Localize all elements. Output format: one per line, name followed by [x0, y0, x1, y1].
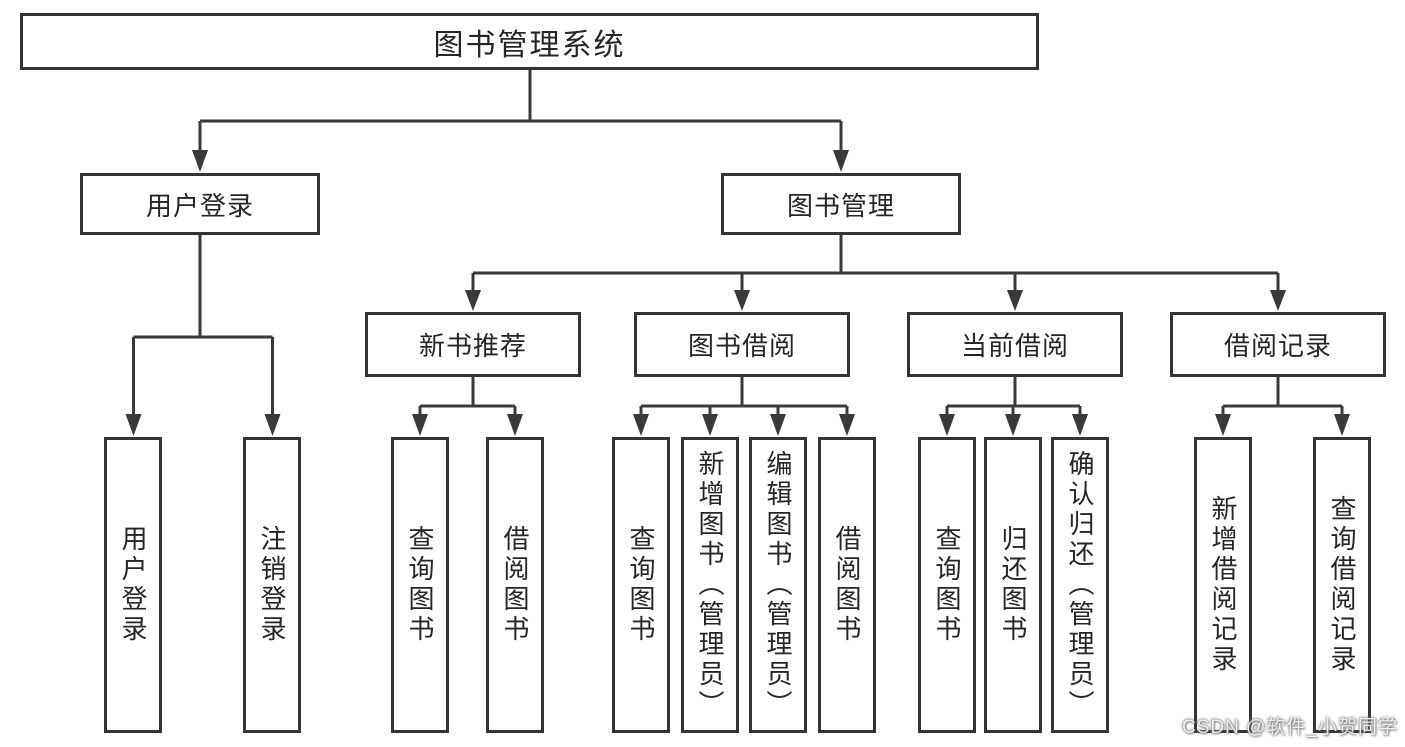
node-new-book-recommend: 新书推荐 [365, 312, 581, 377]
arrow-down-icon [1005, 414, 1021, 436]
node-current-borrow: 当前借阅 [907, 312, 1123, 377]
leaf-query-books-current: 查询图书 [918, 437, 976, 733]
leaf-query-books-recommend: 查询图书 [391, 437, 449, 733]
connector-new-book-recommend-to-leaves [412, 377, 523, 436]
node-library-system: 图书管理系统 [20, 13, 1039, 70]
leaf-query-borrow-record: 查询借阅记录 [1313, 437, 1371, 733]
arrow-down-icon [192, 150, 208, 172]
leaf-label: 查询图书 [932, 525, 962, 645]
leaf-label: 归还图书 [998, 525, 1028, 645]
connector-root-to-level2 [192, 70, 849, 172]
arrow-down-icon [1072, 414, 1088, 436]
leaf-add-borrow-record: 新增借阅记录 [1194, 437, 1252, 733]
connector-current-borrow-to-leaves [939, 377, 1088, 436]
leaf-label: 借阅图书 [500, 525, 530, 645]
arrow-down-icon [125, 414, 142, 436]
leaf-query-books-borrow: 查询图书 [612, 437, 670, 733]
leaf-label: 借阅图书 [832, 525, 862, 645]
leaf-add-books-admin: 新增图书（管理员） [681, 437, 739, 733]
arrow-down-icon [465, 290, 481, 311]
arrow-down-icon [939, 414, 955, 436]
leaf-borrow-books: 借阅图书 [818, 437, 876, 733]
arrow-down-icon [633, 414, 649, 436]
leaf-return-books: 归还图书 [984, 437, 1042, 733]
arrow-down-icon [839, 414, 855, 436]
arrow-down-icon [1270, 290, 1286, 311]
arrow-down-icon [1215, 414, 1231, 436]
leaf-label: 编辑图书（管理员） [763, 450, 793, 720]
connector-book-management-to-level3 [465, 235, 1286, 311]
leaf-edit-books-admin: 编辑图书（管理员） [749, 437, 807, 733]
leaf-label: 新增借阅记录 [1208, 495, 1238, 675]
arrow-down-icon [1007, 290, 1023, 311]
leaf-label: 新增图书（管理员） [695, 450, 725, 720]
arrow-down-icon [702, 414, 718, 436]
arrow-down-icon [264, 414, 281, 436]
arrow-down-icon [412, 414, 428, 436]
connector-borrow-record-to-leaves [1215, 377, 1350, 436]
connector-book-borrow-to-leaves [633, 377, 855, 436]
connector-user-login-to-leaves [125, 235, 281, 436]
arrow-down-icon [770, 414, 786, 436]
arrow-down-icon [507, 414, 523, 436]
node-book-borrow: 图书借阅 [634, 312, 850, 377]
node-borrow-record: 借阅记录 [1170, 312, 1386, 377]
leaf-label: 查询图书 [626, 525, 656, 645]
leaf-confirm-return-admin: 确认归还（管理员） [1051, 437, 1109, 733]
leaf-label: 确认归还（管理员） [1065, 450, 1095, 720]
leaf-label: 用户登录 [118, 525, 148, 645]
leaf-user-login: 用户登录 [104, 437, 162, 733]
leaf-label: 查询借阅记录 [1327, 495, 1357, 675]
arrow-down-icon [734, 290, 750, 311]
leaf-logout: 注销登录 [243, 437, 301, 733]
node-book-management: 图书管理 [721, 173, 961, 235]
leaf-label: 注销登录 [257, 525, 287, 645]
leaf-label: 查询图书 [405, 525, 435, 645]
arrow-down-icon [833, 150, 849, 172]
csdn-watermark: CSDN @软件_小贺同学 [1182, 717, 1398, 738]
arrow-down-icon [1334, 414, 1350, 436]
node-user-login: 用户登录 [80, 173, 320, 235]
leaf-borrow-books-recommend: 借阅图书 [486, 437, 544, 733]
